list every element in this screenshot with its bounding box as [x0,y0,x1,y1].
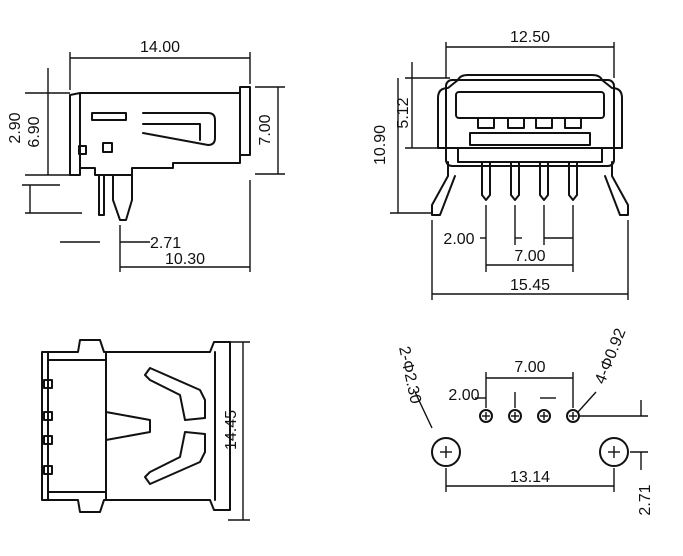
front-leg-left [431,161,456,216]
front-contact-block [469,132,591,146]
top-tooth-2 [43,411,53,421]
side-pin-left [98,174,105,216]
front-port-opening [455,91,605,119]
dim-pcb-pin-span: 7.00 [514,359,545,376]
dim-front-width: 12.50 [510,29,550,46]
dim-side-height: 7.00 [257,114,274,145]
side-slot [91,112,127,121]
side-spring-contact [142,112,216,146]
front-view: 12.50 5.12 10.90 2.00 7.00 15.45 [372,29,629,300]
dim-front-port-height: 5.12 [395,97,412,128]
dim-pcb-hole-span: 13.14 [510,469,550,486]
signal-hole-1 [479,409,493,423]
top-tooth-3 [43,435,53,445]
dim-side-pin-offset: 2.71 [150,235,181,252]
front-pin-3 [539,161,549,201]
top-housing-block [47,359,151,493]
side-body-outline [69,86,251,176]
side-square [78,145,87,155]
side-view: 14.00 7.00 2.90 6.90 2.71 10.30 [7,39,285,272]
front-pad-2 [507,117,525,129]
dim-side-width: 14.00 [140,39,180,56]
front-base [457,147,603,163]
front-pad-1 [477,117,495,129]
signal-hole-4 [566,409,580,423]
front-pad-4 [564,117,582,129]
label-mount-holes: 2-Φ2.30 [395,345,424,405]
dim-front-pin-offset: 2.00 [443,231,474,248]
dim-top-length: 14.45 [223,410,240,450]
top-spring-upper [144,367,206,421]
top-spring-lower [144,431,206,485]
mount-hole-right [599,437,629,467]
top-view: 14.45 [41,339,250,521]
front-shell-inner [445,79,615,167]
front-shell-outer [437,74,623,149]
dim-pcb-row-offset: 2.71 [637,484,654,515]
front-pin-1 [481,161,491,201]
top-tooth-1 [43,379,53,389]
dim-side-upper: 2.90 [7,112,24,143]
front-pad-3 [535,117,553,129]
front-pin-2 [510,161,520,201]
side-pin-right [112,174,133,221]
mount-hole-left [431,437,461,467]
label-signal-holes: 4-Φ0.92 [592,326,630,386]
side-latch-square [102,142,113,153]
signal-hole-3 [537,409,551,423]
dim-front-pin-span: 7.00 [514,248,545,265]
dim-pcb-pin-offset: 2.00 [448,387,479,404]
dim-front-overall-width: 15.45 [510,277,550,294]
pcb-footprint: 7.00 2.00 2-Φ2.30 4-Φ0.92 13.14 2.71 [395,326,654,515]
dim-side-pin-span: 10.30 [165,251,205,268]
front-pin-4 [568,161,578,201]
top-body-outline [41,339,231,513]
dim-front-total-height: 10.90 [372,125,389,165]
top-tooth-4 [43,465,53,475]
front-leg-right [604,161,629,216]
dim-side-lower: 6.90 [26,116,43,147]
signal-hole-2 [508,409,522,423]
